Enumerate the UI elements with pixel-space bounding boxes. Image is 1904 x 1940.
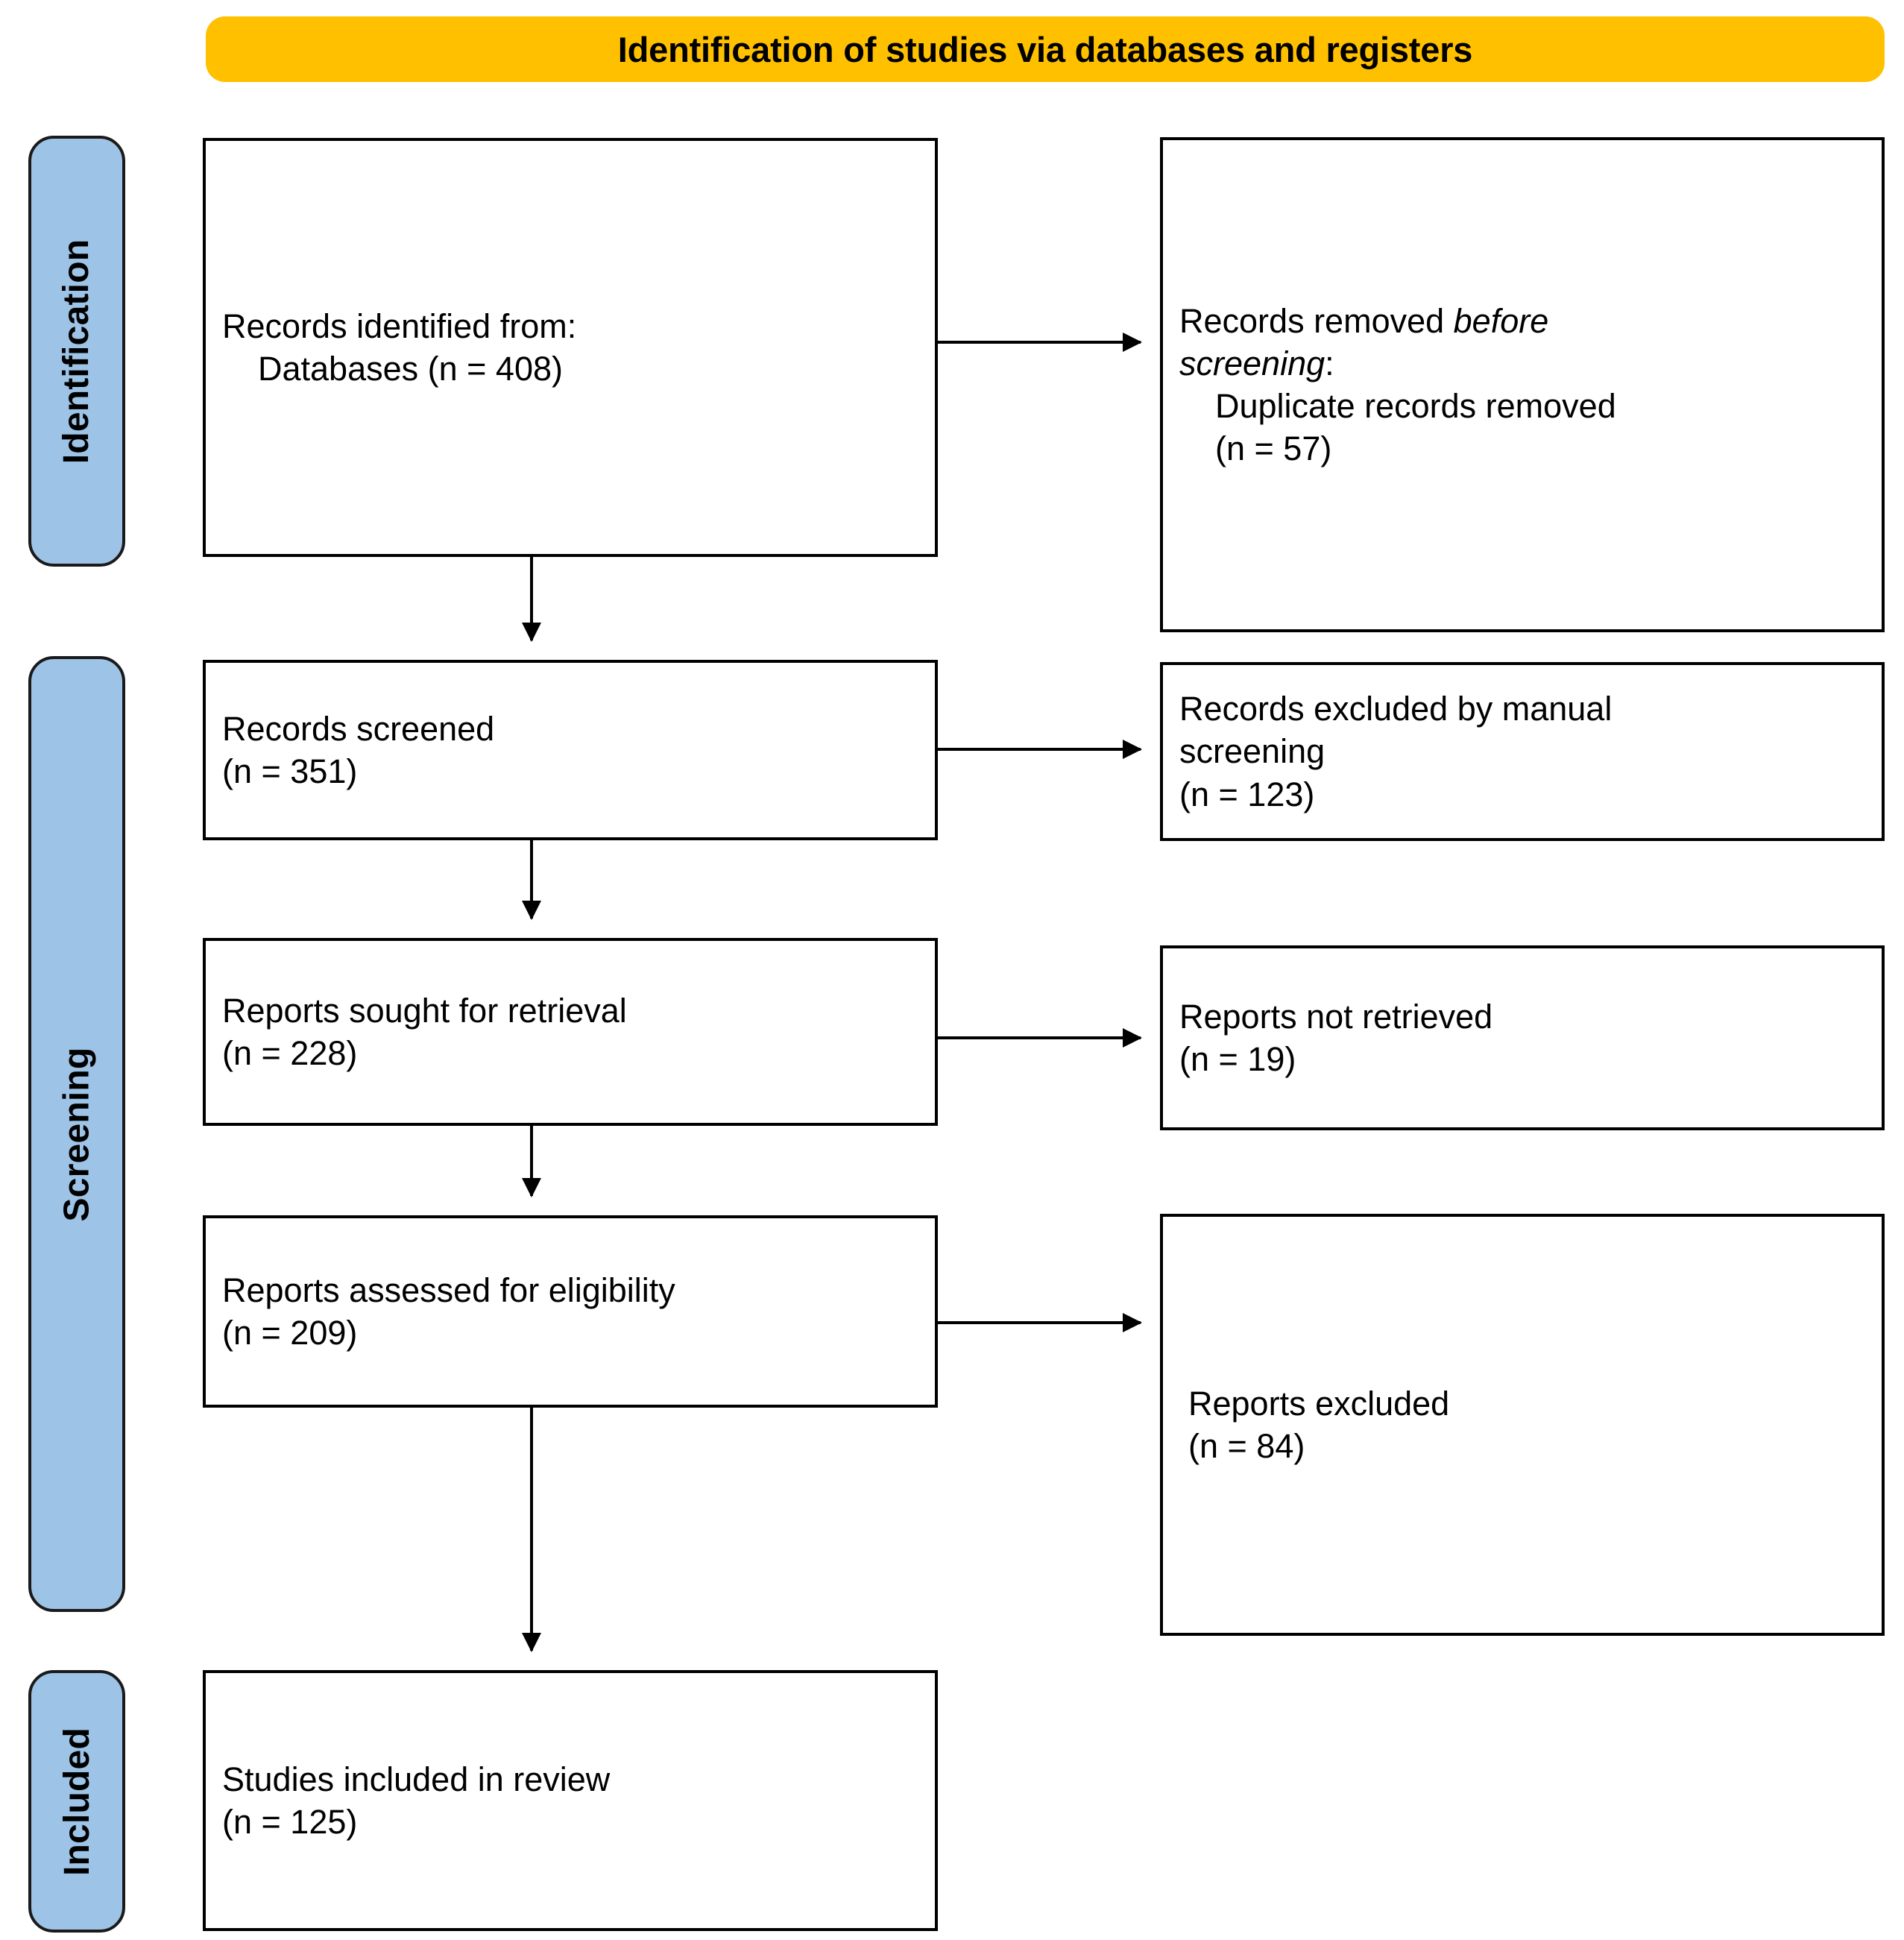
records-removed-line-2: screening: (1179, 342, 1871, 385)
phase-banner-identification: Identification of studies via databases … (206, 16, 1885, 82)
records-removed-line-1: Records removed before (1179, 300, 1871, 342)
records-identified-line-1: Records identified from: (222, 306, 577, 345)
stage-label-identification: Identification (28, 136, 125, 567)
reports-sought-line-1: Reports sought for retrieval (222, 991, 627, 1030)
studies-included-line-2: (n = 125) (222, 1803, 358, 1841)
box-reports-assessed: Reports assessed for eligibility (n = 20… (203, 1215, 938, 1408)
records-removed-line-2-emphasis: screening (1179, 344, 1325, 382)
phase-banner-title: Identification of studies via databases … (617, 29, 1473, 69)
box-reports-sought: Reports sought for retrieval (n = 228) (203, 938, 938, 1126)
stage-label-included: Included (28, 1670, 125, 1933)
box-records-screened: Records screened (n = 351) (203, 660, 938, 840)
arrow-sought-to-not-retrieved (938, 1036, 1141, 1039)
arrow-assessed-to-excluded (938, 1321, 1141, 1324)
records-screened-line-1: Records screened (222, 709, 495, 748)
studies-included-line-1: Studies included in review (222, 1760, 611, 1798)
box-reports-not-retrieved: Reports not retrieved (n = 19) (1160, 945, 1885, 1130)
reports-assessed-line-1: Reports assessed for eligibility (222, 1270, 675, 1309)
records-excluded-line-2: screening (1179, 732, 1325, 771)
stage-label-identification-text: Identification (57, 239, 97, 464)
records-removed-line-1-pre: Records removed (1179, 301, 1454, 340)
box-records-excluded: Records excluded by manual screening (n … (1160, 662, 1885, 841)
arrow-screened-to-sought (530, 840, 533, 919)
box-records-identified-text: Records identified from: Databases (n = … (206, 305, 935, 390)
reports-not-retrieved-line-2: (n = 19) (1179, 1040, 1296, 1078)
records-removed-line-4: (n = 57) (1215, 429, 1332, 468)
box-records-removed-text: Records removed before screening: Duplic… (1163, 300, 1882, 470)
records-removed-line-3: Duplicate records removed (1215, 387, 1616, 425)
records-removed-line-2-post: : (1325, 344, 1334, 382)
box-studies-included: Studies included in review (n = 125) (203, 1670, 938, 1931)
records-screened-line-2: (n = 351) (222, 752, 358, 790)
reports-not-retrieved-line-1: Reports not retrieved (1179, 997, 1493, 1036)
stage-label-included-text: Included (57, 1727, 97, 1876)
reports-assessed-line-2: (n = 209) (222, 1314, 358, 1352)
arrow-sought-to-assessed (530, 1126, 533, 1196)
arrow-identified-to-screened (530, 557, 533, 640)
box-records-identified: Records identified from: Databases (n = … (203, 138, 938, 557)
box-records-excluded-text: Records excluded by manual screening (n … (1163, 687, 1882, 815)
box-reports-assessed-text: Reports assessed for eligibility (n = 20… (206, 1269, 935, 1354)
records-excluded-line-3: (n = 123) (1179, 775, 1315, 813)
records-removed-line-1-emphasis: before (1453, 301, 1549, 340)
box-records-screened-text: Records screened (n = 351) (206, 708, 935, 793)
stage-label-screening-text: Screening (57, 1047, 97, 1221)
box-reports-excluded: Reports excluded (n = 84) (1160, 1214, 1885, 1636)
arrow-screened-to-excluded (938, 748, 1141, 751)
reports-excluded-line-2: (n = 84) (1188, 1427, 1305, 1465)
records-identified-line-2: Databases (n = 408) (258, 350, 563, 388)
records-excluded-line-1: Records excluded by manual (1179, 690, 1613, 728)
box-records-removed: Records removed before screening: Duplic… (1160, 137, 1885, 632)
box-studies-included-text: Studies included in review (n = 125) (206, 1758, 935, 1843)
reports-sought-line-2: (n = 228) (222, 1034, 358, 1072)
box-reports-excluded-text: Reports excluded (n = 84) (1163, 1382, 1882, 1467)
box-reports-sought-text: Reports sought for retrieval (n = 228) (206, 989, 935, 1074)
arrow-identified-to-removed (938, 341, 1141, 344)
arrow-assessed-to-included (530, 1408, 533, 1651)
reports-excluded-line-1: Reports excluded (1188, 1384, 1450, 1423)
stage-label-screening: Screening (28, 656, 125, 1612)
box-reports-not-retrieved-text: Reports not retrieved (n = 19) (1163, 995, 1882, 1080)
